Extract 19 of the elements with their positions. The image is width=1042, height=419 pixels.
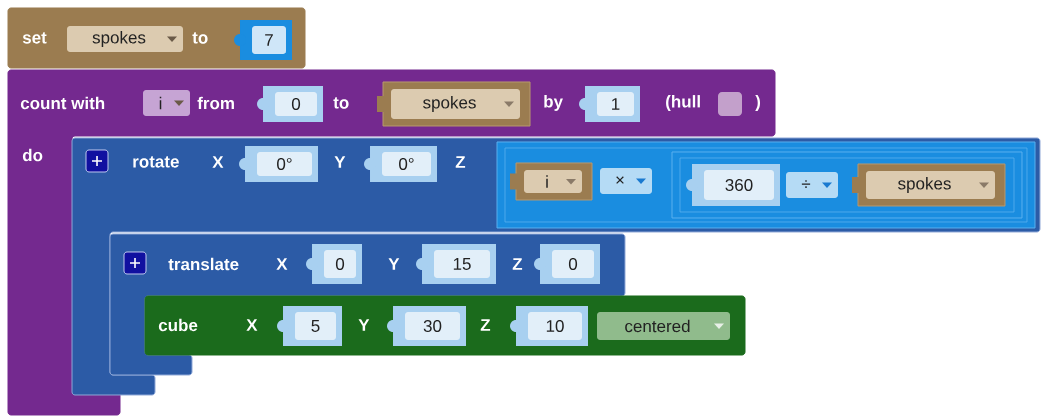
number-block: 10	[510, 306, 588, 346]
number-block: 7	[234, 20, 292, 60]
dropdown: spokes	[67, 26, 183, 52]
dropdown: centered	[597, 312, 730, 340]
number-block: 1	[579, 86, 640, 122]
number-block: 360	[686, 164, 780, 206]
number-block: 5	[277, 306, 342, 346]
number-block: 30	[387, 306, 466, 346]
number-block: 0	[257, 86, 323, 122]
variable-block: spokes	[852, 163, 1006, 207]
dropdown: i	[143, 90, 190, 116]
number-block: 0°	[239, 146, 318, 182]
number-block: 15	[416, 244, 496, 284]
variable-block: spokes	[377, 81, 531, 127]
variable-block: i	[510, 162, 593, 201]
number-block: 0	[306, 244, 362, 284]
number-block: 0	[534, 244, 600, 284]
number-block: 0°	[364, 146, 437, 182]
checkbox	[718, 92, 742, 116]
